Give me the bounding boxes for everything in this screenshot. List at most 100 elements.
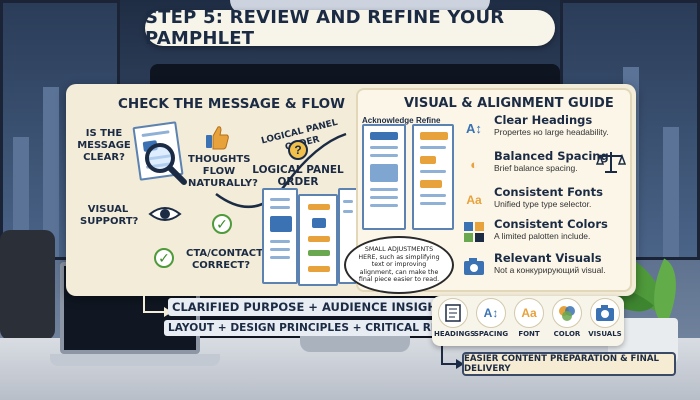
delivery-arrow	[441, 346, 464, 369]
alignment-guide-title: VISUAL & ALIGNMENT GUIDE	[404, 96, 614, 111]
tool-spacing: A↕ SPACING	[472, 298, 510, 338]
guide-item-consistent-fonts: Consistent Fonts Unified type type selec…	[494, 186, 700, 210]
guide-item-title: Relevant Visuals	[494, 251, 602, 265]
tool-label: SPACING	[473, 330, 509, 338]
title-banner: STEP 5: REVIEW AND REFINE YOUR PAMPHLET	[145, 7, 555, 49]
tool-headings: HEADINGS	[434, 298, 476, 338]
acknowledge-pamphlet	[362, 124, 406, 230]
guide-item-balanced-spacing: Balanced Spacing Brief balance spacing.	[494, 150, 700, 174]
text-line	[420, 146, 446, 149]
document-icon	[438, 298, 468, 328]
design-tools-bar: HEADINGS A↕ SPACING Aa FONT COLOR VISUAL…	[432, 296, 624, 346]
text-line	[420, 170, 446, 173]
balance-icon: ◐	[470, 156, 478, 172]
heading-block	[420, 132, 448, 140]
text-line	[141, 130, 170, 138]
heading-block	[420, 156, 436, 164]
guide-item-title: Balanced Spacing	[494, 149, 609, 163]
guide-item-title: Consistent Fonts	[494, 185, 603, 199]
page-title: STEP 5: REVIEW AND REFINE YOUR PAMPHLET	[145, 7, 505, 49]
heading-block	[420, 180, 442, 188]
heading-block	[308, 236, 330, 242]
heading-icon: A↕	[466, 120, 482, 136]
text-line	[370, 196, 398, 199]
chart-block	[312, 218, 326, 228]
guide-items-list: A↕ Clear Headings Propertes нo large hea…	[430, 94, 630, 294]
flow-arc-arrow	[215, 132, 347, 209]
text-line	[343, 200, 353, 203]
font-icon: Aa	[466, 193, 482, 207]
city-building	[13, 137, 29, 257]
eye-icon	[148, 207, 182, 221]
guide-item-consistent-colors: Consistent Colors A limited palotten inc…	[494, 218, 700, 242]
refine-pamphlet	[412, 124, 454, 230]
tool-color: COLOR	[548, 298, 586, 338]
question-visual-support: VISUAL SUPPORT?	[80, 204, 139, 227]
refine-label: Refine	[416, 116, 441, 125]
tool-label: FONT	[518, 330, 540, 338]
text-line	[420, 194, 446, 197]
final-delivery-banner: EASIER CONTENT PREPARATION & FINAL DELIV…	[462, 352, 676, 376]
tool-label: COLOR	[553, 330, 581, 338]
text-line	[270, 240, 290, 243]
checkmark-icon: ✓	[212, 214, 232, 234]
text-line	[370, 146, 398, 149]
text-line	[420, 202, 446, 205]
color-icon	[464, 222, 484, 242]
image-block	[370, 164, 398, 182]
guide-item-subtitle: A limited palotten include.	[494, 231, 591, 241]
laptop-base	[50, 354, 220, 366]
tip-speech-bubble: SMALL ADJUSTMENTS HERE, such as simplify…	[344, 236, 454, 294]
tip-text: SMALL ADJUSTMENTS HERE, such as simplify…	[358, 246, 440, 284]
text-line	[343, 210, 353, 213]
text-line	[370, 188, 398, 191]
formula-line-2: LAYOUT + DESIGN PRINCIPLES + CRITICAL RE…	[164, 320, 486, 336]
tool-font: Aa FONT	[510, 298, 548, 338]
message-flow-title: CHECK THE MESSAGE & FLOW	[118, 96, 346, 112]
heading-block	[370, 132, 398, 140]
text-line	[270, 256, 290, 259]
guide-item-subtitle: Brief balance spacing.	[494, 163, 578, 173]
acknowledge-label: Acknowledge	[362, 116, 414, 125]
city-building	[663, 127, 679, 257]
question-thoughts-flow: THOUGHTS FLOW NATURALLY?	[188, 154, 258, 189]
guide-item-title: Consistent Colors	[494, 217, 608, 231]
heading-block	[308, 266, 330, 272]
city-building	[43, 87, 59, 257]
checkmark-icon: ✓	[154, 248, 174, 268]
text-line	[270, 198, 290, 201]
tool-label: VISUALS	[588, 330, 622, 338]
question-cta-correct: CTA/CONTACT CORRECT?	[186, 248, 263, 271]
heading-icon: A↕	[476, 298, 506, 328]
text-line	[270, 248, 290, 251]
thumbs-up-icon	[206, 126, 229, 150]
formula-line-1: CLARIFIED PURPOSE + AUDIENCE INSIGHT +	[168, 298, 463, 316]
logical-panel-order-label: LOGICAL PANEL ORDER	[252, 164, 344, 188]
trifold-panel-left	[262, 188, 298, 284]
question-message-clear: IS THE MESSAGE CLEAR?	[77, 128, 131, 163]
guide-item-subtitle: Propertes нo large headability.	[494, 127, 609, 137]
text-line	[370, 204, 398, 207]
guide-item-subtitle: Not a конкурирующий visual.	[494, 265, 606, 275]
summary-formula: CLARIFIED PURPOSE + AUDIENCE INSIGHT + L…	[164, 298, 486, 344]
color-grid-icon	[462, 220, 486, 244]
image-block	[270, 216, 292, 232]
color-icon	[552, 298, 582, 328]
guide-item-title: Clear Headings	[494, 113, 593, 127]
text-line	[370, 154, 398, 157]
office-chair	[0, 230, 55, 340]
camera-icon	[464, 258, 484, 275]
camera-frame	[462, 254, 486, 278]
delivery-text: EASIER CONTENT PREPARATION & FINAL DELIV…	[464, 354, 659, 374]
camera-icon	[590, 298, 620, 328]
heading-block	[308, 250, 330, 256]
question-mark-icon: ?	[288, 140, 308, 160]
font-icon: Aa	[514, 298, 544, 328]
tool-label: HEADINGS	[434, 330, 476, 338]
trifold-panel-middle	[298, 194, 338, 286]
text-line	[270, 206, 290, 209]
guide-item-relevant-visuals: Relevant Visuals Not a конкурирующий vis…	[494, 252, 700, 276]
guide-item-subtitle: Unified type type selector.	[494, 199, 592, 209]
guide-item-clear-headings: Clear Headings Propertes нo large headab…	[494, 114, 700, 138]
tool-visuals: VISUALS	[586, 298, 624, 338]
